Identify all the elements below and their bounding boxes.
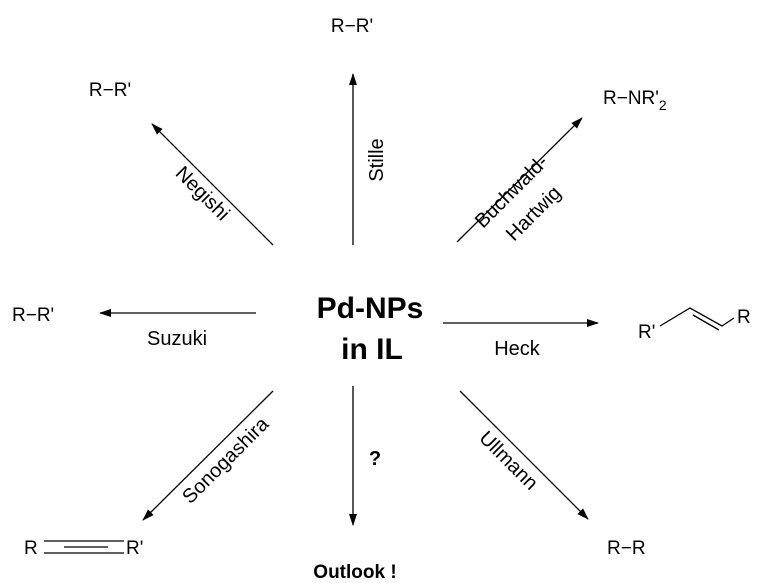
product-heck-r: R bbox=[737, 307, 751, 328]
heck-alkene-bonds bbox=[659, 307, 735, 327]
arrow-buchwald-hartwig bbox=[456, 117, 583, 243]
arrow-ullmann bbox=[459, 390, 589, 520]
label-suzuki: Suzuki bbox=[147, 328, 207, 350]
product-ullmann: R−R bbox=[607, 538, 646, 559]
product-sonogashira-r: R bbox=[24, 538, 38, 559]
center-label-line2: in IL bbox=[341, 333, 403, 366]
product-heck-r-prime: R' bbox=[638, 322, 655, 343]
product-buchwald-hartwig: R−NR'2 bbox=[603, 88, 667, 113]
label-negishi: Negishi bbox=[171, 162, 234, 225]
label-unknown: ? bbox=[369, 448, 381, 470]
label-ullmann: Ullmann bbox=[475, 427, 542, 494]
product-stille: R−R' bbox=[331, 16, 373, 37]
heck-double-bond bbox=[692, 314, 720, 331]
label-sonogashira: Sonogashira bbox=[178, 413, 274, 509]
product-buchwald-main: R−NR' bbox=[603, 88, 659, 109]
product-suzuki: R−R' bbox=[12, 305, 54, 326]
arrow-negishi bbox=[151, 123, 274, 246]
arrow-sonogashira bbox=[142, 390, 274, 521]
product-sonogashira-r-prime: R' bbox=[126, 538, 143, 559]
center-label-line1: Pd-NPs bbox=[317, 292, 424, 325]
product-buchwald-subscript: 2 bbox=[659, 97, 667, 113]
product-negishi: R−R' bbox=[89, 80, 131, 101]
label-stille: Stille bbox=[366, 138, 388, 181]
label-heck: Heck bbox=[494, 338, 541, 360]
outlook-label: Outlook ! bbox=[313, 562, 396, 583]
